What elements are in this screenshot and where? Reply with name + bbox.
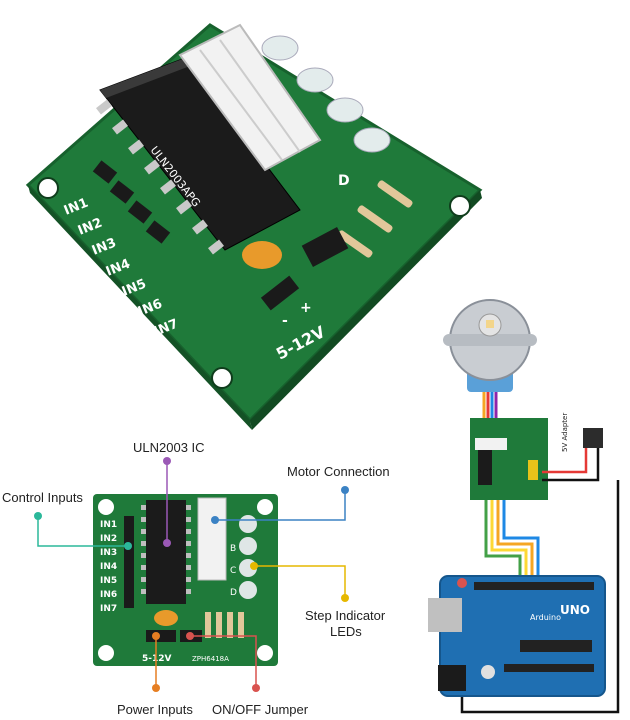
ic-chip xyxy=(146,500,186,604)
input-header-photo xyxy=(92,160,171,244)
input-header xyxy=(124,516,134,608)
mount-hole xyxy=(98,645,114,661)
capacitor xyxy=(154,610,178,626)
ic-pins xyxy=(141,505,191,594)
arduino-model: UNO xyxy=(560,603,590,617)
photo-plus: + xyxy=(300,300,312,316)
resistors-photo xyxy=(337,180,413,258)
arduino-brand: Arduino xyxy=(530,613,561,622)
mount-hole xyxy=(449,195,471,217)
callout-control-label: Control Inputs xyxy=(2,490,83,505)
callout-jumper: ON/OFF Jumper xyxy=(186,632,309,717)
pin-label: IN2 xyxy=(100,534,117,544)
led-photo xyxy=(261,35,299,61)
pin-label: IN6 xyxy=(100,590,117,600)
resistors xyxy=(205,612,244,638)
callout-motor: Motor Connection xyxy=(211,464,390,524)
motor-connector xyxy=(197,497,227,581)
callout-motor-label: Motor Connection xyxy=(287,464,390,479)
led xyxy=(239,515,257,533)
motor-connector-photo xyxy=(178,23,322,172)
power-adapter xyxy=(583,428,603,448)
led-row-photo xyxy=(261,35,391,153)
led-letter: C xyxy=(230,566,236,576)
signal-wires xyxy=(484,500,540,580)
led xyxy=(239,537,257,555)
annotated-board: B C D IN1 IN2 IN3 IN4 IN5 IN6 IN7 5-12V … xyxy=(2,440,390,717)
pin-label: IN7 xyxy=(100,604,117,614)
callout-power: Power Inputs xyxy=(117,632,193,717)
pin-label: IN5 xyxy=(100,576,117,586)
mount-hole xyxy=(211,367,233,389)
callout-ic-label: ULN2003 IC xyxy=(133,440,205,455)
arduino-uno: Arduino UNO xyxy=(428,575,606,697)
jumper-photo xyxy=(301,227,349,267)
mount-hole xyxy=(37,177,59,199)
mount-hole xyxy=(257,645,273,661)
callout-leds-label-2: LEDs xyxy=(330,624,362,639)
callout-control: Control Inputs xyxy=(2,490,132,550)
power-pins-photo xyxy=(260,275,300,311)
callout-ic: ULN2003 IC xyxy=(133,440,205,547)
photo-minus: - xyxy=(282,313,288,329)
chip-legs xyxy=(96,99,224,255)
mount-hole xyxy=(257,499,273,515)
capacitor-photo xyxy=(242,241,282,269)
annotated-voltage-label: 5-12V xyxy=(142,654,172,664)
power-pins xyxy=(146,630,176,642)
adapter-label: 5V Adapter xyxy=(561,413,569,452)
pcb-edge xyxy=(28,185,252,430)
pin-label: IN3 xyxy=(100,548,117,558)
led-photo xyxy=(326,97,364,123)
led-letter: D xyxy=(230,588,237,598)
pin-label: IN4 xyxy=(100,562,117,572)
annotated-pin-labels: IN1 IN2 IN3 IN4 IN5 IN6 IN7 xyxy=(100,520,117,614)
callout-leds: Step Indicator LEDs xyxy=(250,562,386,639)
callout-power-label: Power Inputs xyxy=(117,702,193,717)
stepper-motor xyxy=(443,299,537,392)
callout-leds-label-1: Step Indicator xyxy=(305,608,386,623)
led-photo xyxy=(353,127,391,153)
part-code: ZPH6418A xyxy=(192,655,229,663)
callout-jumper-label: ON/OFF Jumper xyxy=(212,702,309,717)
board-photo: ULN2003APG D xyxy=(25,23,483,430)
mount-hole xyxy=(98,499,114,515)
led-letter-d: D xyxy=(338,173,350,189)
wiring-diagram: 5V Adapter Arduino UNO xyxy=(428,299,620,714)
led xyxy=(239,581,257,599)
led-photo xyxy=(296,67,334,93)
pin-label: IN1 xyxy=(100,520,117,530)
led-letter: B xyxy=(230,544,236,554)
